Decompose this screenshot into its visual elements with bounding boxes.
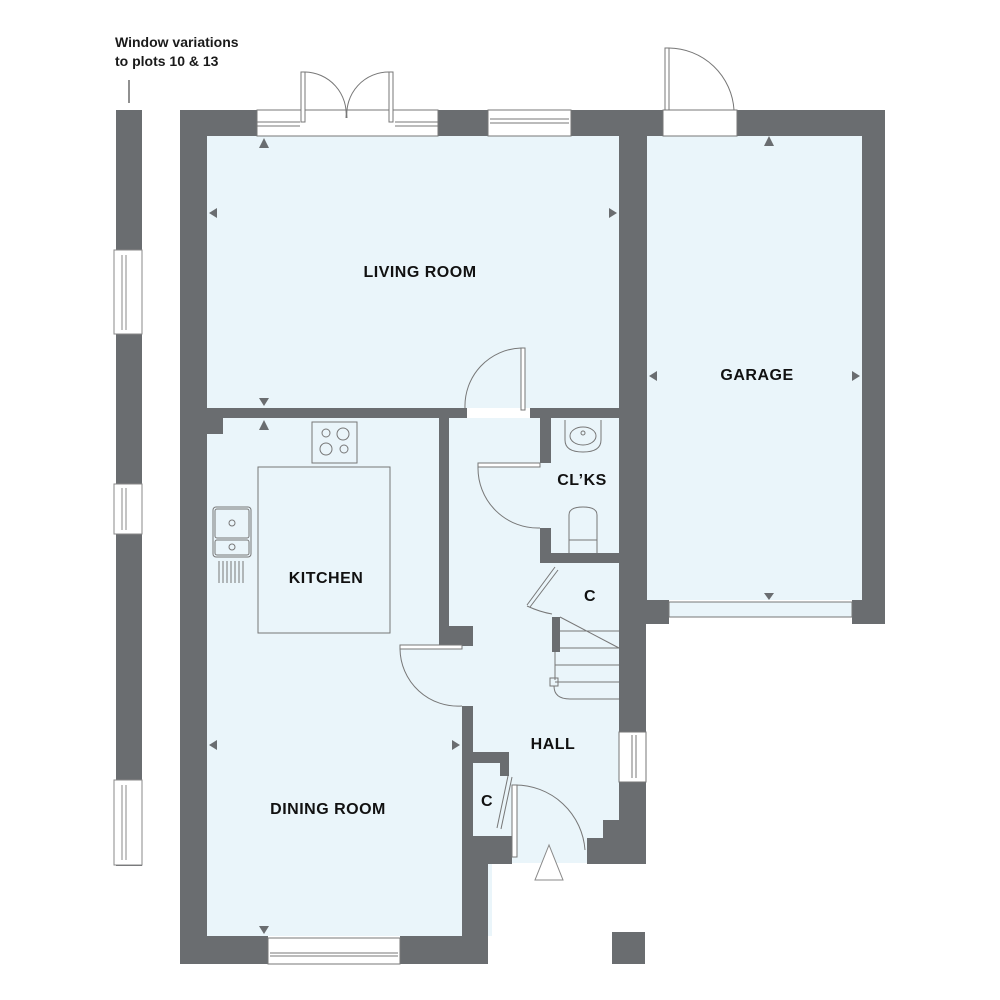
room-label-hall-cupboard: C bbox=[480, 793, 494, 810]
note-line-1: Window variations bbox=[115, 34, 239, 50]
room-label-dining-room: DINING ROOM bbox=[270, 801, 386, 818]
openings bbox=[256, 47, 853, 965]
room-label-cloaks: CL’KS bbox=[557, 472, 607, 489]
variation-wall bbox=[113, 110, 143, 866]
room-label-hall: HALL bbox=[530, 736, 576, 753]
note-line-2: to plots 10 & 13 bbox=[115, 53, 219, 69]
room-label-living-room: LIVING ROOM bbox=[363, 264, 477, 281]
staircase bbox=[549, 616, 620, 700]
entrance-arrow-icon bbox=[534, 843, 564, 881]
walls bbox=[180, 110, 885, 964]
room-label-understairs-cupboard: C bbox=[583, 588, 597, 605]
window-variation-note: Window variations to plots 10 & 13 bbox=[115, 33, 239, 71]
dimension-markers bbox=[209, 136, 860, 934]
kitchen-fixtures bbox=[212, 421, 391, 634]
room-label-kitchen: KITCHEN bbox=[288, 570, 364, 587]
cloaks-fixtures bbox=[564, 420, 602, 553]
floor-areas bbox=[207, 136, 862, 936]
room-label-garage: GARAGE bbox=[720, 367, 794, 384]
